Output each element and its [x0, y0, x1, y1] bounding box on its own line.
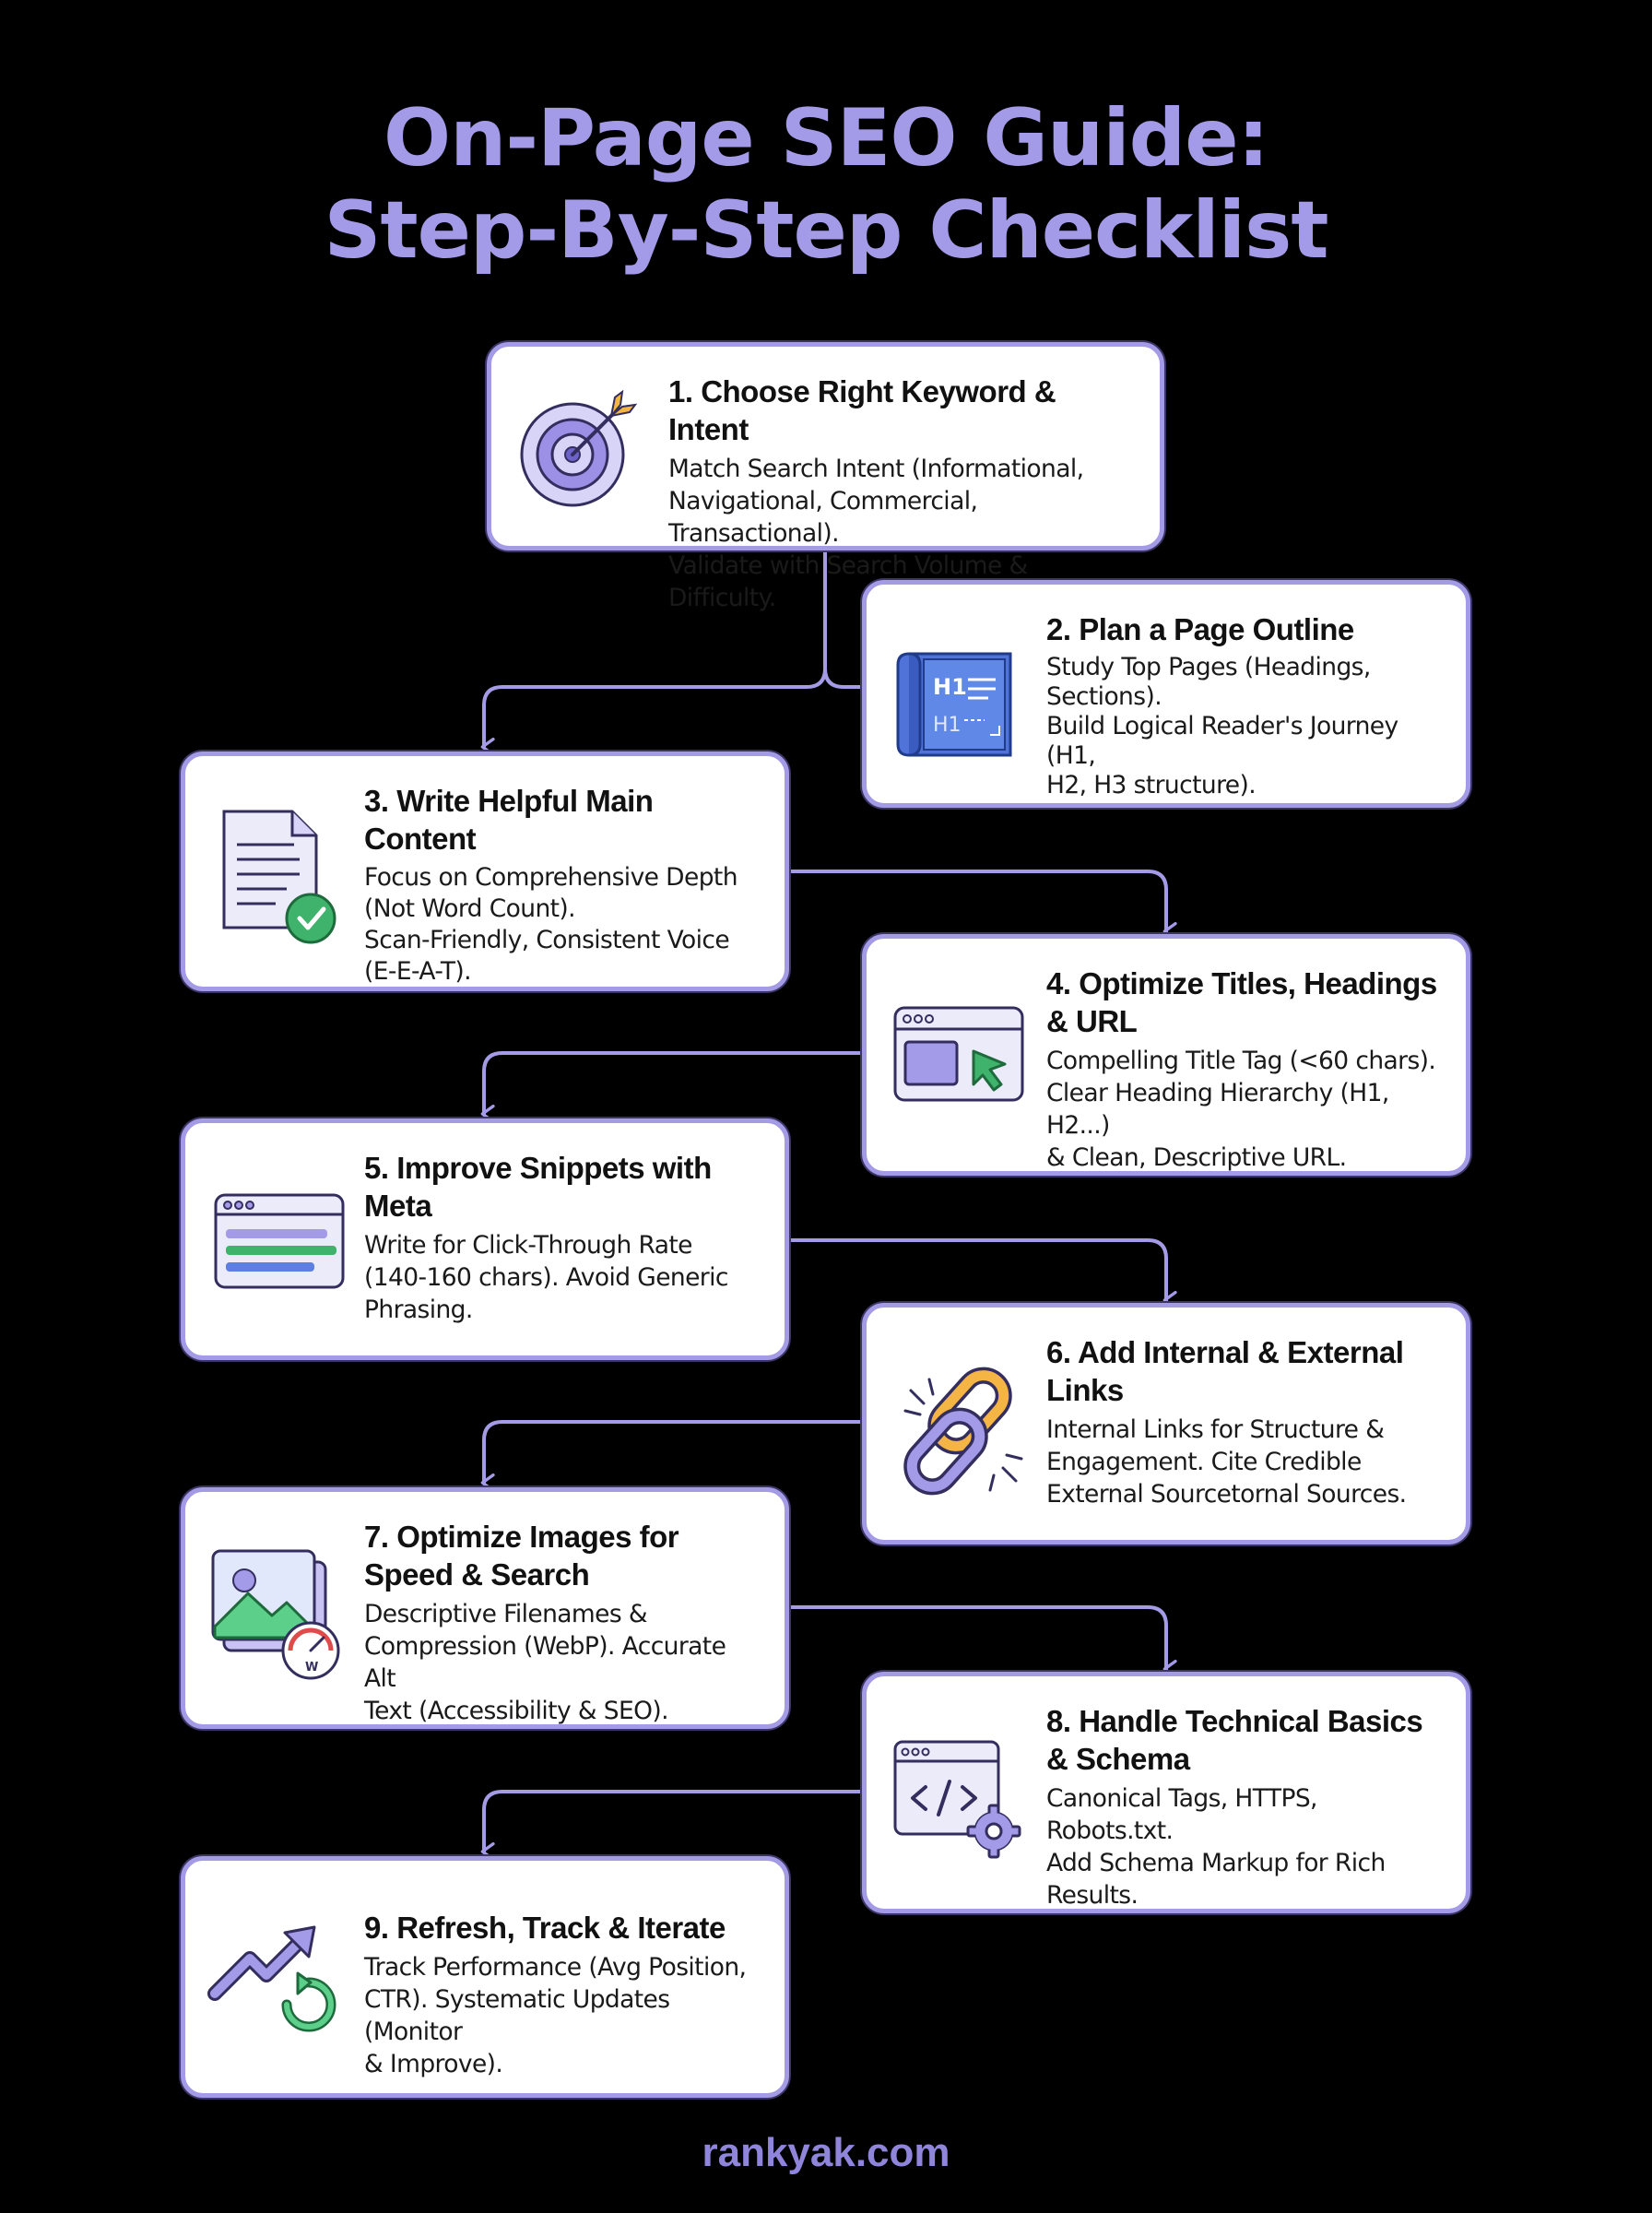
chain-link-icon — [892, 1363, 1031, 1501]
snippet-window-icon — [213, 1192, 347, 1294]
connector-8-9 — [480, 1790, 868, 1861]
step-2-body: Study Top Pages (Headings, Sections). Bu… — [1046, 653, 1398, 799]
step-card-3: 3. Write Helpful Main Content Focus on C… — [181, 751, 789, 991]
step-card-6: 6. Add Internal & External Links Interna… — [862, 1303, 1470, 1544]
step-card-7: W 7. Optimize Images for Speed & Search … — [181, 1487, 789, 1729]
step-8-title: 8. Handle Technical Basics & Schema — [1046, 1704, 1423, 1776]
step-1-body: Match Search Intent (Informational, Navi… — [668, 455, 1084, 612]
connector-4-5 — [480, 1051, 868, 1123]
footer-site-link[interactable]: rankyak.com — [702, 2130, 950, 2175]
title-line-1: On-Page SEO Guide: — [384, 92, 1269, 184]
step-5-body: Write for Click-Through Rate (140-160 ch… — [364, 1231, 728, 1324]
document-check-icon — [220, 808, 340, 946]
browser-cursor-icon — [892, 1005, 1026, 1106]
step-6-body: Internal Links for Structure & Engagemen… — [1046, 1415, 1407, 1509]
page-title: On-Page SEO Guide: Step-By-Step Checklis… — [0, 92, 1652, 277]
step-3-title: 3. Write Helpful Main Content — [364, 784, 654, 856]
target-icon — [519, 388, 639, 508]
step-2-title: 2. Plan a Page Outline — [1046, 612, 1354, 646]
step-8-body: Canonical Tags, HTTPS, Robots.txt. Add S… — [1046, 1784, 1386, 1910]
svg-text:H1: H1 — [933, 674, 967, 700]
step-card-1: 1. Choose Right Keyword & Intent Match S… — [487, 342, 1164, 612]
code-gear-icon — [892, 1739, 1031, 1859]
svg-text:H1: H1 — [933, 714, 962, 737]
title-line-2: Step-By-Step Checklist — [324, 184, 1329, 277]
step-5-title: 5. Improve Snippets with Meta — [364, 1151, 712, 1223]
step-card-8: 8. Handle Technical Basics & Schema Cano… — [862, 1672, 1470, 1913]
step-3-body: Focus on Comprehensive Depth (Not Word C… — [364, 863, 738, 986]
step-9-title: 9. Refresh, Track & Iterate — [364, 1911, 726, 1945]
step-9-body: Track Performance (Avg Position, CTR). S… — [364, 1953, 747, 2078]
image-speed-icon: W — [209, 1547, 348, 1686]
connector-5-6 — [786, 1238, 1177, 1309]
step-card-4: 4. Optimize Titles, Headings & URL Compe… — [862, 934, 1470, 1176]
connector-7-8 — [786, 1605, 1177, 1678]
step-card-5: 5. Improve Snippets with Meta Write for … — [181, 1118, 789, 1360]
step-4-body: Compelling Title Tag (<60 chars). Clear … — [1046, 1047, 1436, 1172]
step-card-2: H1 H1 2. Plan a Page Outline Study Top P… — [862, 580, 1470, 808]
connector-1-3 — [480, 550, 827, 756]
step-6-title: 6. Add Internal & External Links — [1046, 1335, 1404, 1407]
step-7-body: Descriptive Filenames & Compression (Web… — [364, 1600, 726, 1725]
trend-refresh-icon — [207, 1916, 346, 2045]
step-7-title: 7. Optimize Images for Speed & Search — [364, 1520, 679, 1592]
connector-3-4 — [786, 870, 1177, 941]
step-4-title: 4. Optimize Titles, Headings & URL — [1046, 966, 1437, 1038]
connector-6-7 — [480, 1420, 868, 1492]
step-1-title: 1. Choose Right Keyword & Intent — [668, 374, 1056, 446]
step-card-9: 9. Refresh, Track & Iterate Track Perfor… — [181, 1856, 789, 2098]
blueprint-outline-icon: H1 H1 — [892, 635, 1021, 764]
gauge-badge-label: W — [305, 1661, 318, 1675]
